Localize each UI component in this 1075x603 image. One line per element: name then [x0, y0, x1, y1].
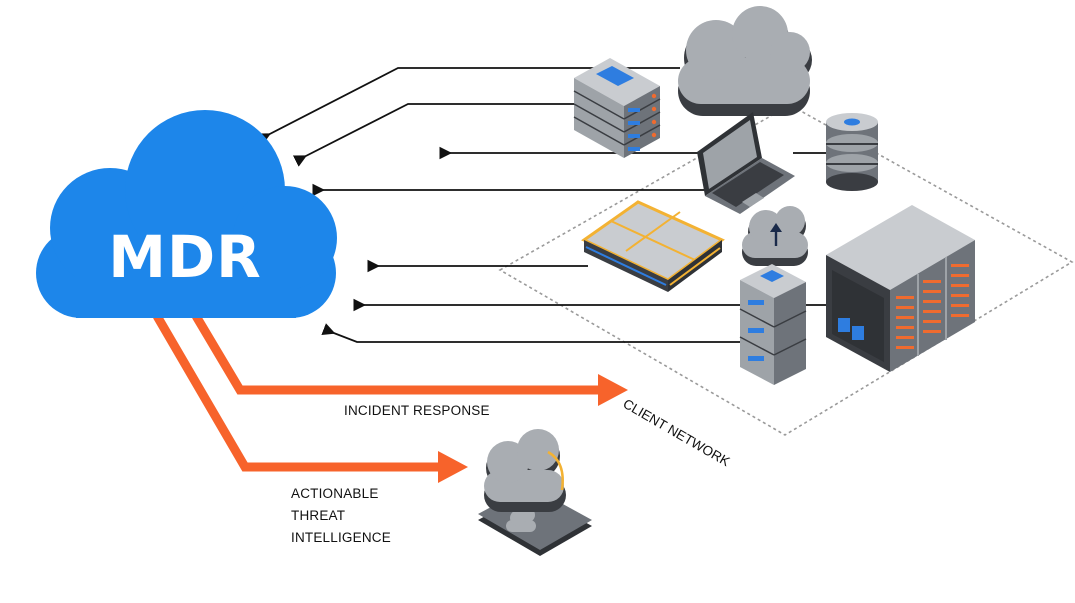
telemetry-arrow-tower — [321, 323, 740, 343]
telemetry-arrow-rack-server — [292, 103, 575, 167]
threat-intel-line-2: THREAT — [291, 508, 346, 523]
mdr-cloud-icon — [36, 110, 337, 318]
network-appliance-icon — [581, 200, 725, 292]
rack-server-icon — [573, 58, 661, 158]
telemetry-arrows — [256, 67, 828, 343]
mdr-label: MDR — [108, 223, 262, 291]
incident-response-arrowhead — [598, 374, 628, 406]
laptop-icon — [697, 112, 795, 214]
incident-response-arrow — [192, 313, 600, 395]
telemetry-arrow-cloud — [256, 67, 680, 145]
database-icon — [826, 113, 878, 191]
tower-server-icon — [739, 264, 807, 385]
incident-response-label: INCIDENT RESPONSE — [344, 403, 490, 418]
threat-intel-line-1: ACTIONABLE — [291, 486, 379, 501]
server-cabinet-icon — [826, 205, 975, 372]
cloud-upload-icon — [742, 206, 808, 266]
client-network-boundary — [498, 104, 1074, 436]
threat-intel-arrowhead — [438, 451, 468, 483]
threat-intel-label: ACTIONABLE THREAT INTELLIGENCE — [291, 483, 391, 549]
threat-intel-arrow — [153, 313, 440, 472]
cloud-icon — [678, 6, 812, 116]
threat-intel-cloud-icon — [478, 429, 592, 556]
threat-intel-line-3: INTELLIGENCE — [291, 530, 391, 545]
output-arrows — [153, 313, 600, 472]
